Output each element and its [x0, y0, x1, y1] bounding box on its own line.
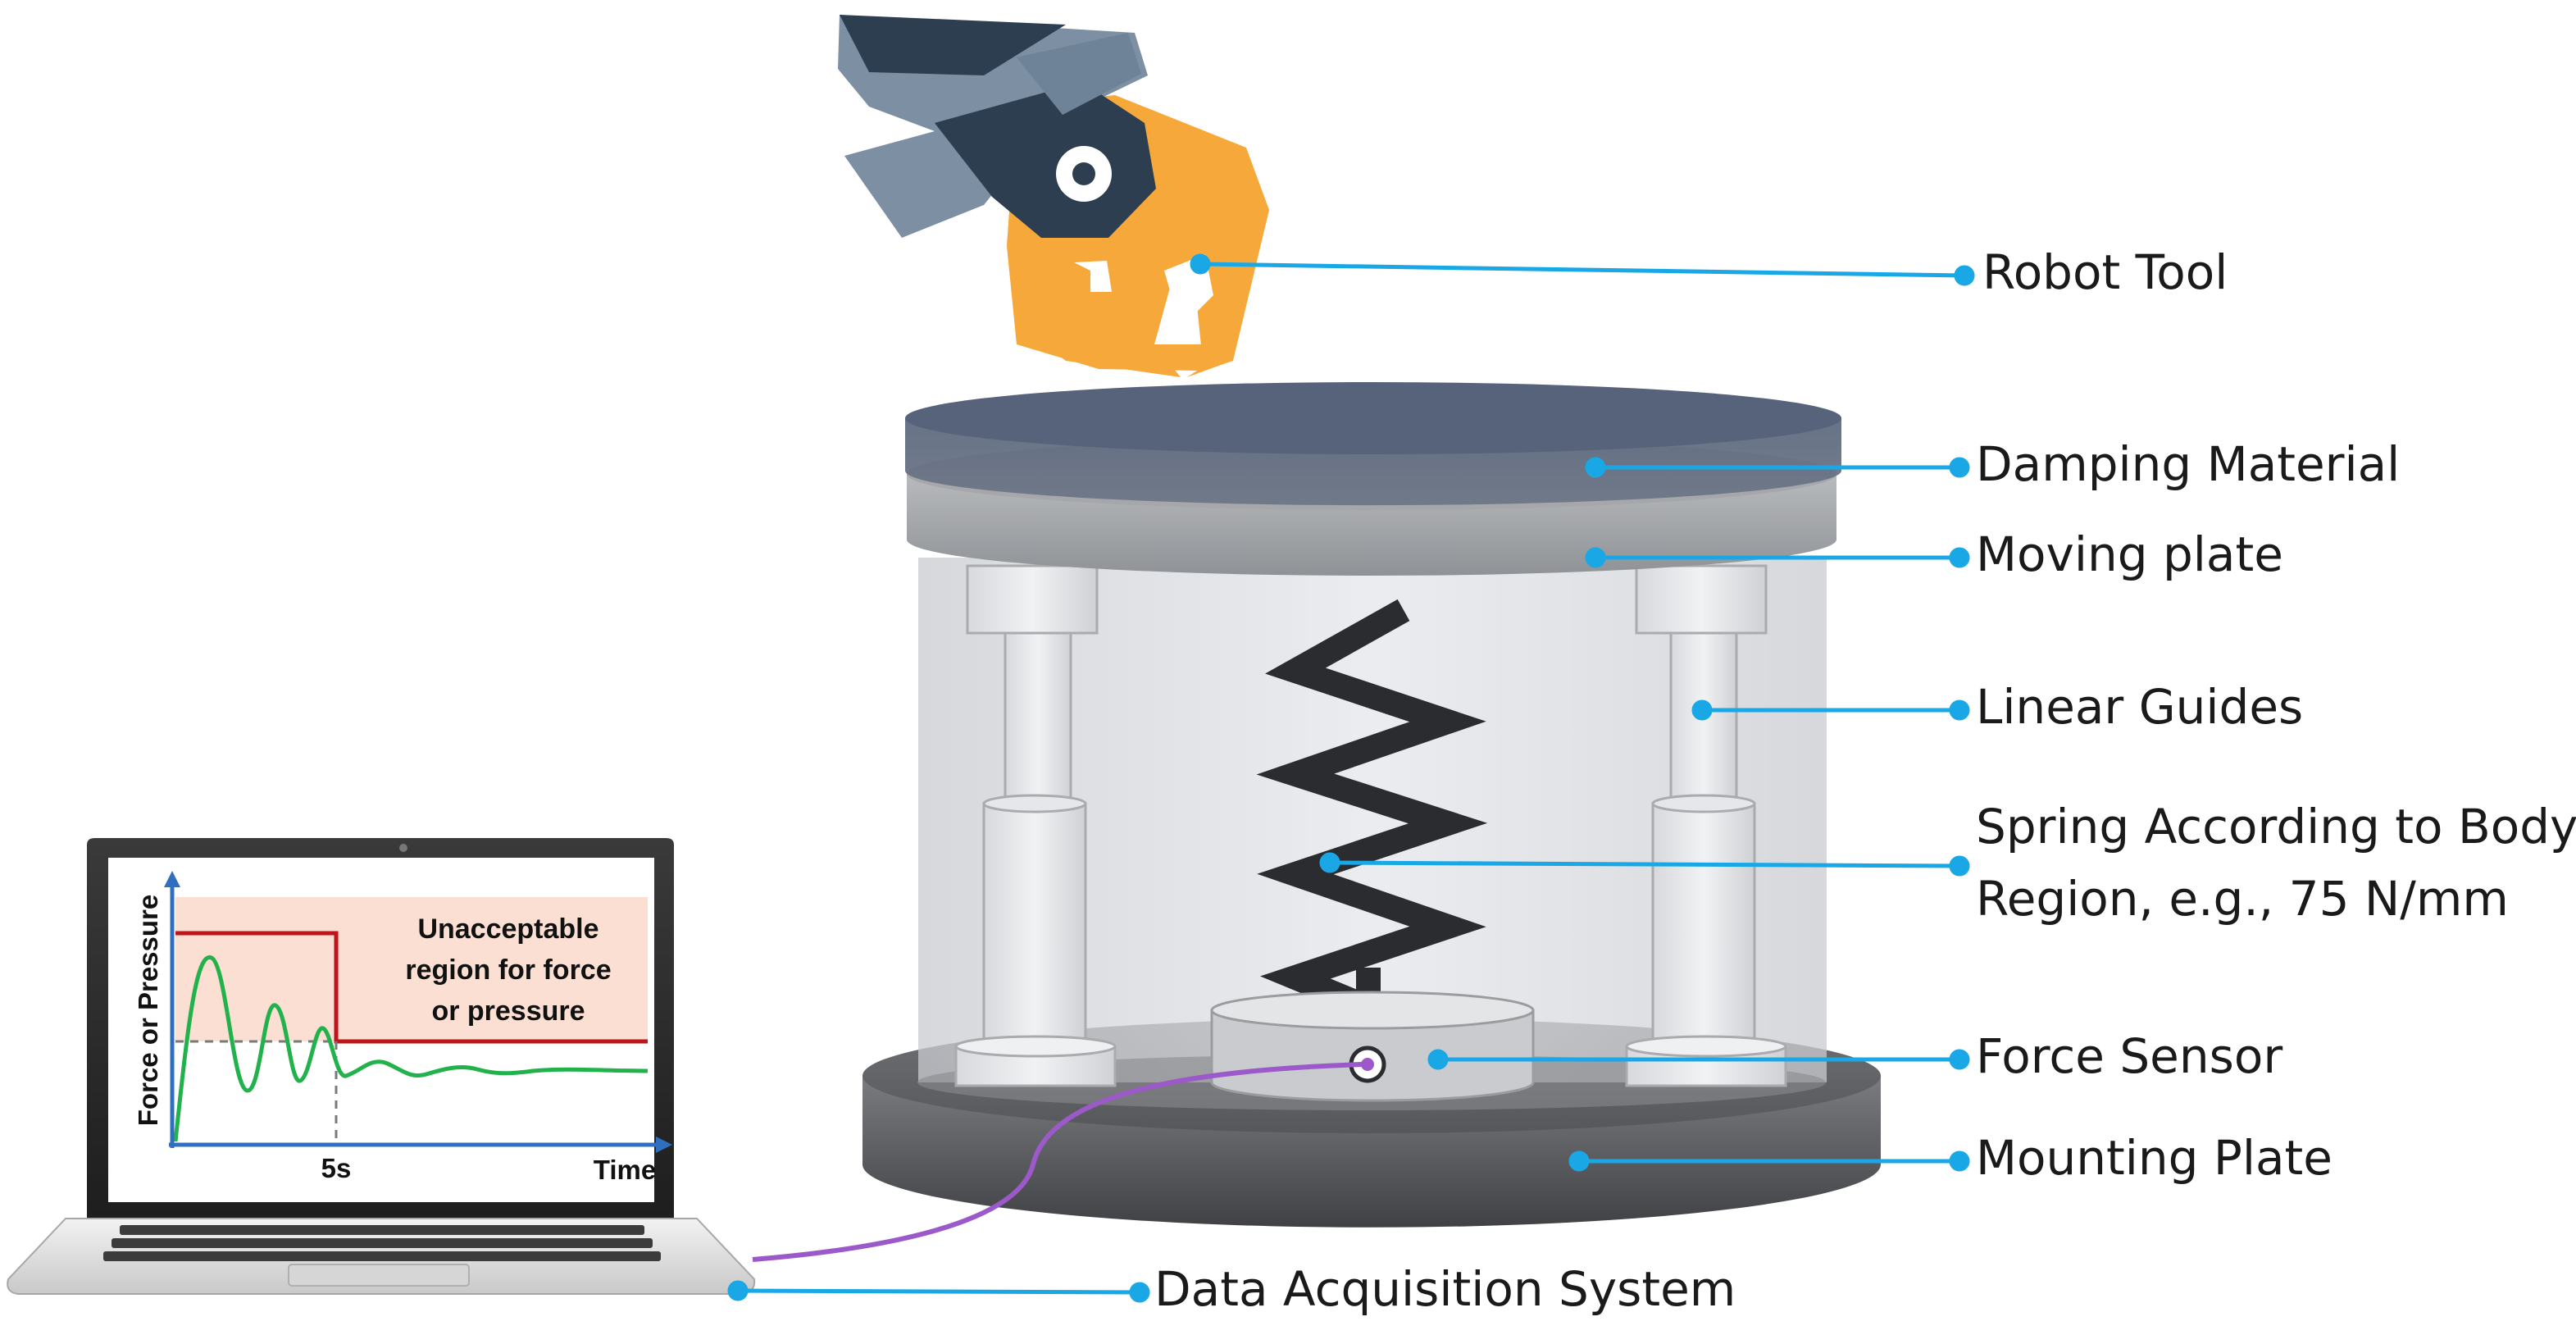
- leader-lines: [727, 253, 1975, 1303]
- region-text-line-1: Unacceptable: [417, 913, 598, 945]
- leader-moving-plate: [1585, 547, 1970, 568]
- region-text-line-2: region for force: [405, 954, 611, 986]
- x-axis-label: Time: [594, 1155, 656, 1185]
- threshold-line: [175, 931, 648, 1044]
- leader-robot-tool: [1190, 253, 1975, 286]
- label-mounting-plate: Mounting Plate: [1976, 1130, 2333, 1186]
- x-axis-arrow: [656, 1137, 672, 1153]
- sensor-cable: [752, 1062, 1363, 1262]
- laptop: Force or Pressure Time 5s Unacceptable r…: [7, 838, 756, 1295]
- leader-linear-guides: [1691, 699, 1970, 721]
- damping-material: [905, 382, 1841, 506]
- label-spring-line-2: Region, e.g., 75 N/mm: [1976, 871, 2509, 927]
- leader-data-acquisition: [727, 1280, 1150, 1303]
- leader-spring: [1319, 852, 1970, 877]
- label-spring-line-1: Spring According to Body: [1976, 799, 2576, 854]
- unacceptable-region: [175, 897, 648, 1041]
- leader-force-sensor: [1427, 1049, 1970, 1070]
- label-damping-material: Damping Material: [1976, 436, 2401, 492]
- screen-chart: Force or Pressure Time 5s Unacceptable r…: [133, 871, 672, 1185]
- spring: [1256, 599, 1488, 1020]
- test-rig: [862, 382, 1881, 1228]
- laptop-trackpad: [288, 1264, 470, 1287]
- linear-guide-left: [954, 564, 1117, 1087]
- linear-guide-right: [1625, 564, 1787, 1087]
- region-text-line-3: or pressure: [431, 995, 585, 1027]
- robot-gripper-icon: [838, 15, 1269, 377]
- label-data-acquisition: Data Acquisition System: [1154, 1261, 1736, 1317]
- force-sensor: [1210, 991, 1535, 1102]
- label-moving-plate: Moving plate: [1976, 526, 2283, 582]
- y-axis-label: Force or Pressure: [133, 895, 163, 1126]
- y-axis-arrow: [164, 871, 180, 887]
- laptop-keyboard: [103, 1225, 661, 1261]
- signal-curve: [173, 955, 649, 1142]
- label-linear-guides: Linear Guides: [1976, 679, 2304, 735]
- leader-damping-material: [1585, 457, 1970, 478]
- tick-label-5s: 5s: [321, 1153, 352, 1183]
- leader-mounting-plate: [1568, 1150, 1970, 1172]
- label-robot-tool: Robot Tool: [1982, 244, 2228, 300]
- label-force-sensor: Force Sensor: [1976, 1028, 2283, 1084]
